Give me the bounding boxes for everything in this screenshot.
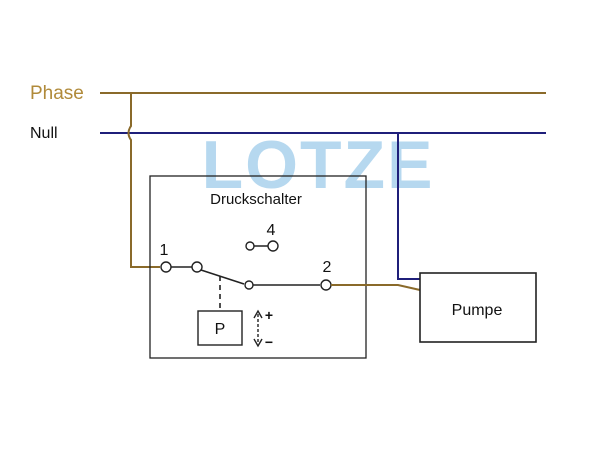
terminal-2 [320,279,332,291]
adjust-arrow-up-icon [253,309,263,319]
terminal-4-stub [245,241,255,251]
phase-label: Phase [30,83,84,104]
pressure-sensor-label: P [215,321,226,338]
adjust-arrow-down-icon [253,338,263,348]
plus-sign: + [265,307,273,323]
terminal-4-label: 4 [267,222,276,239]
phase-drop-wire [127,93,160,268]
null-label: Null [30,125,58,142]
contact-point [244,280,254,290]
null-to-pump-wire [397,133,420,280]
output-to-pump-wire [331,284,421,291]
pressure-switch-title: Druckschalter [210,191,302,208]
switch-blade [200,269,245,285]
terminal-2-label: 2 [323,259,332,276]
pressure-switch-box [149,175,367,359]
pressure-sensor-box [197,310,243,346]
terminal-1 [160,261,172,273]
terminal-1-label: 1 [160,242,169,259]
pump-box [419,272,537,343]
minus-sign: − [265,334,273,350]
watermark-text: LOTZE [202,127,435,203]
switch-pivot [191,261,203,273]
pump-label: Pumpe [452,302,503,319]
terminal-4 [267,240,279,252]
